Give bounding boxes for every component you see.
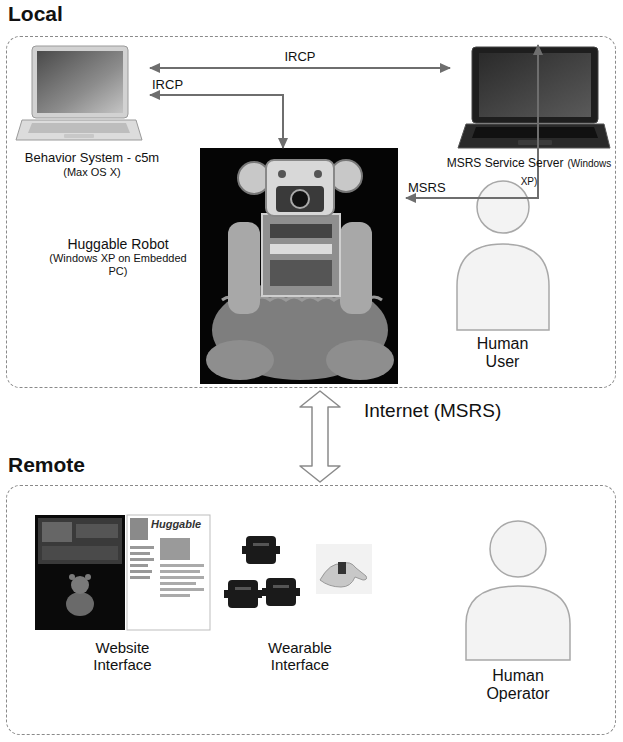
node-subtitle: (Max OS X) xyxy=(14,166,170,179)
human-operator: Human Operator xyxy=(465,515,570,660)
node-title: Local xyxy=(8,2,228,26)
node-label: Website Interface xyxy=(75,639,170,674)
node-title: MSRS Service Server xyxy=(447,156,564,170)
node-title: Wearable Interface xyxy=(250,639,350,674)
node-label: Human Operator xyxy=(473,667,563,704)
node-label: Human User xyxy=(460,335,545,372)
node-title: Human Operator xyxy=(473,667,563,704)
laptop-black xyxy=(458,47,610,148)
service-server: MSRS Service Server(Windows XP) xyxy=(455,45,607,150)
edge-label: IRCP xyxy=(152,78,183,92)
node-label: MSRS Service Server(Windows XP) xyxy=(443,153,615,190)
behavior-system: Behavior System - c5m(Max OS X) xyxy=(14,45,142,145)
edge-label: Internet (MSRS) xyxy=(364,401,501,422)
node-title: Behavior System - c5m xyxy=(14,151,170,166)
node-title: Remote xyxy=(8,453,228,477)
laptop-silver xyxy=(16,46,142,140)
connector-arrow xyxy=(406,45,538,198)
local-region: LocalBehavior System - c5m(Max OS X)MSRS… xyxy=(6,36,616,388)
connector-arrow xyxy=(150,67,450,69)
node-subtitle: (Windows XP on Embedded PC) xyxy=(48,252,188,277)
node-label: Local xyxy=(8,2,228,26)
wearable-interface: Wearable Interface xyxy=(225,535,375,630)
node-title: Website Interface xyxy=(75,639,170,674)
human-user: Human User xyxy=(455,175,550,330)
edge-label: MSRS xyxy=(408,181,446,195)
remote-region: RemoteWebsite InterfaceWearable Interfac… xyxy=(6,485,616,735)
robot-photo xyxy=(200,148,398,384)
node-label: Wearable Interface xyxy=(250,639,350,674)
robot: Huggable Robot(Windows XP on Embedded PC… xyxy=(200,148,398,384)
screenshot-heading: Huggable xyxy=(151,518,201,530)
node-label: Huggable Robot(Windows XP on Embedded PC… xyxy=(48,236,188,277)
node-title: Huggable Robot xyxy=(48,236,188,252)
website-screenshot xyxy=(35,515,210,630)
edge-label: IRCP xyxy=(284,50,315,64)
person-icon xyxy=(466,521,570,660)
hand-photo xyxy=(316,544,372,594)
node-title: Human User xyxy=(460,335,545,372)
wearable-sensors xyxy=(224,536,300,608)
website-interface: Website Interface xyxy=(35,515,210,630)
node-label: Behavior System - c5m(Max OS X) xyxy=(14,151,170,179)
person-icon xyxy=(457,181,549,330)
connector-arrow xyxy=(150,95,283,148)
node-label: Remote xyxy=(8,453,228,477)
block-arrow xyxy=(300,391,340,482)
